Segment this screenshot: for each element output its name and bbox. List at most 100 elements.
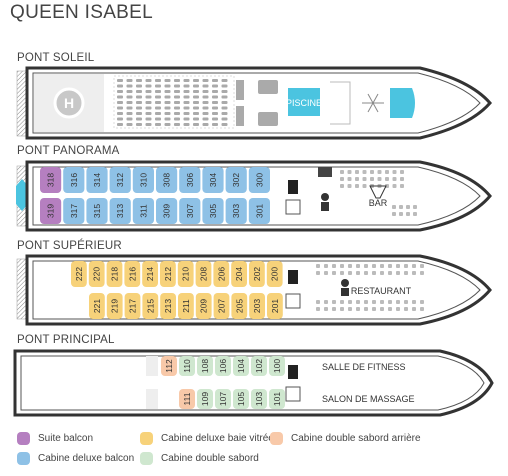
legend-label: Suite balcon	[38, 433, 94, 444]
cabin-212[interactable]	[160, 261, 176, 287]
cabin-111[interactable]	[179, 389, 195, 409]
cabin-208[interactable]	[195, 261, 212, 287]
cabin-316[interactable]	[63, 167, 85, 193]
cabin-308[interactable]	[156, 167, 178, 193]
cabin-202[interactable]	[249, 261, 265, 287]
cabin-318[interactable]	[40, 167, 62, 193]
cabin-101[interactable]	[269, 389, 285, 409]
cabin-105[interactable]	[233, 389, 249, 409]
cabin-218[interactable]	[106, 261, 123, 287]
cabin-number: 102	[254, 359, 264, 373]
cabin-number: 214	[145, 267, 155, 281]
cabin-104[interactable]	[233, 356, 249, 376]
cabin-306[interactable]	[179, 167, 201, 193]
cabin-103[interactable]	[251, 389, 267, 409]
cabin-302[interactable]	[225, 167, 247, 193]
cabin-number: 301	[254, 204, 264, 218]
cabin-210[interactable]	[177, 261, 194, 287]
pool-label: PISCINE	[286, 98, 322, 108]
cabin-number: 107	[218, 392, 228, 406]
cabin-number: 209	[199, 299, 209, 313]
legend-label: Cabine deluxe baie vitrée	[161, 433, 274, 444]
cabin-107[interactable]	[215, 389, 231, 409]
cabin-number: 112	[164, 359, 174, 373]
cabin-number: 101	[272, 392, 282, 406]
wheel-icon	[362, 93, 384, 113]
cabin-305[interactable]	[202, 198, 224, 224]
cabin-112[interactable]	[161, 356, 177, 376]
cabin-220[interactable]	[88, 261, 105, 287]
cabin-214[interactable]	[142, 261, 158, 287]
cabin-304[interactable]	[202, 167, 224, 193]
whirlpool	[390, 88, 415, 118]
cabin-201[interactable]	[267, 293, 283, 319]
cabin-number: 318	[46, 173, 56, 187]
cabin-106[interactable]	[215, 356, 231, 376]
cocktail-icon	[369, 185, 387, 199]
cabin-110[interactable]	[179, 356, 195, 376]
cabin-303[interactable]	[225, 198, 247, 224]
cabin-number: 319	[46, 204, 56, 218]
cabin-211[interactable]	[178, 293, 194, 319]
deck-soleil: H PISCINE	[16, 66, 492, 140]
cabin-300[interactable]	[248, 167, 270, 193]
cabin-206[interactable]	[213, 261, 230, 287]
bar-label: BAR	[369, 198, 388, 208]
cabin-313[interactable]	[109, 198, 131, 224]
legend-item-deluxe-baie-vitree: Cabine deluxe baie vitrée	[140, 432, 274, 445]
cabin-number: 307	[185, 204, 195, 218]
sun-loungers	[113, 75, 235, 129]
cabin-216[interactable]	[124, 261, 141, 287]
cabin-319[interactable]	[40, 198, 62, 224]
cabin-102[interactable]	[251, 356, 267, 376]
cabin-number: 201	[270, 299, 280, 313]
cabin-209[interactable]	[195, 293, 212, 319]
cabin-200[interactable]	[266, 261, 283, 287]
cabin-205[interactable]	[231, 293, 248, 319]
cabin-222[interactable]	[71, 261, 87, 287]
cabin-317[interactable]	[63, 198, 85, 224]
cabin-203[interactable]	[249, 293, 265, 319]
cabin-109[interactable]	[197, 389, 213, 409]
fitness-label: SALLE DE FITNESS	[322, 362, 406, 372]
legend-label: Cabine double sabord arrière	[291, 433, 421, 444]
cabin-309[interactable]	[156, 198, 178, 224]
cabin-number: 104	[236, 359, 246, 373]
cabin-204[interactable]	[231, 261, 247, 287]
cabin-314[interactable]	[86, 167, 108, 193]
legend-swatch	[270, 432, 283, 445]
cabin-310[interactable]	[132, 167, 154, 193]
cabin-number: 206	[216, 267, 226, 281]
cabin-108[interactable]	[197, 356, 213, 376]
cabin-number: 213	[163, 299, 173, 313]
cabin-311[interactable]	[132, 198, 154, 224]
waiter-icon	[341, 279, 349, 287]
cabin-213[interactable]	[160, 293, 176, 319]
cabin-312[interactable]	[109, 167, 131, 193]
cabin-219[interactable]	[106, 293, 123, 319]
legend-swatch	[17, 452, 30, 465]
legend-swatch	[140, 452, 153, 465]
cabin-307[interactable]	[179, 198, 201, 224]
cabin-217[interactable]	[124, 293, 141, 319]
cabin-301[interactable]	[248, 198, 270, 224]
cabin-221[interactable]	[89, 293, 105, 319]
cabin-number: 208	[199, 267, 209, 281]
cabin-number: 314	[92, 173, 102, 187]
deck-label-soleil: PONT SOLEIL	[17, 52, 95, 64]
stairs-icon	[288, 365, 298, 379]
cabin-315[interactable]	[86, 198, 108, 224]
pool	[288, 88, 320, 116]
cabin-100[interactable]	[269, 356, 285, 376]
cabin-number: 100	[272, 359, 282, 373]
cabin-number: 105	[236, 392, 246, 406]
cabin-number: 300	[254, 173, 264, 187]
cabin-number: 202	[252, 267, 262, 281]
helipad-letter: H	[64, 95, 74, 111]
cabin-number: 306	[185, 173, 195, 187]
cabin-207[interactable]	[213, 293, 230, 319]
cabin-215[interactable]	[142, 293, 159, 319]
